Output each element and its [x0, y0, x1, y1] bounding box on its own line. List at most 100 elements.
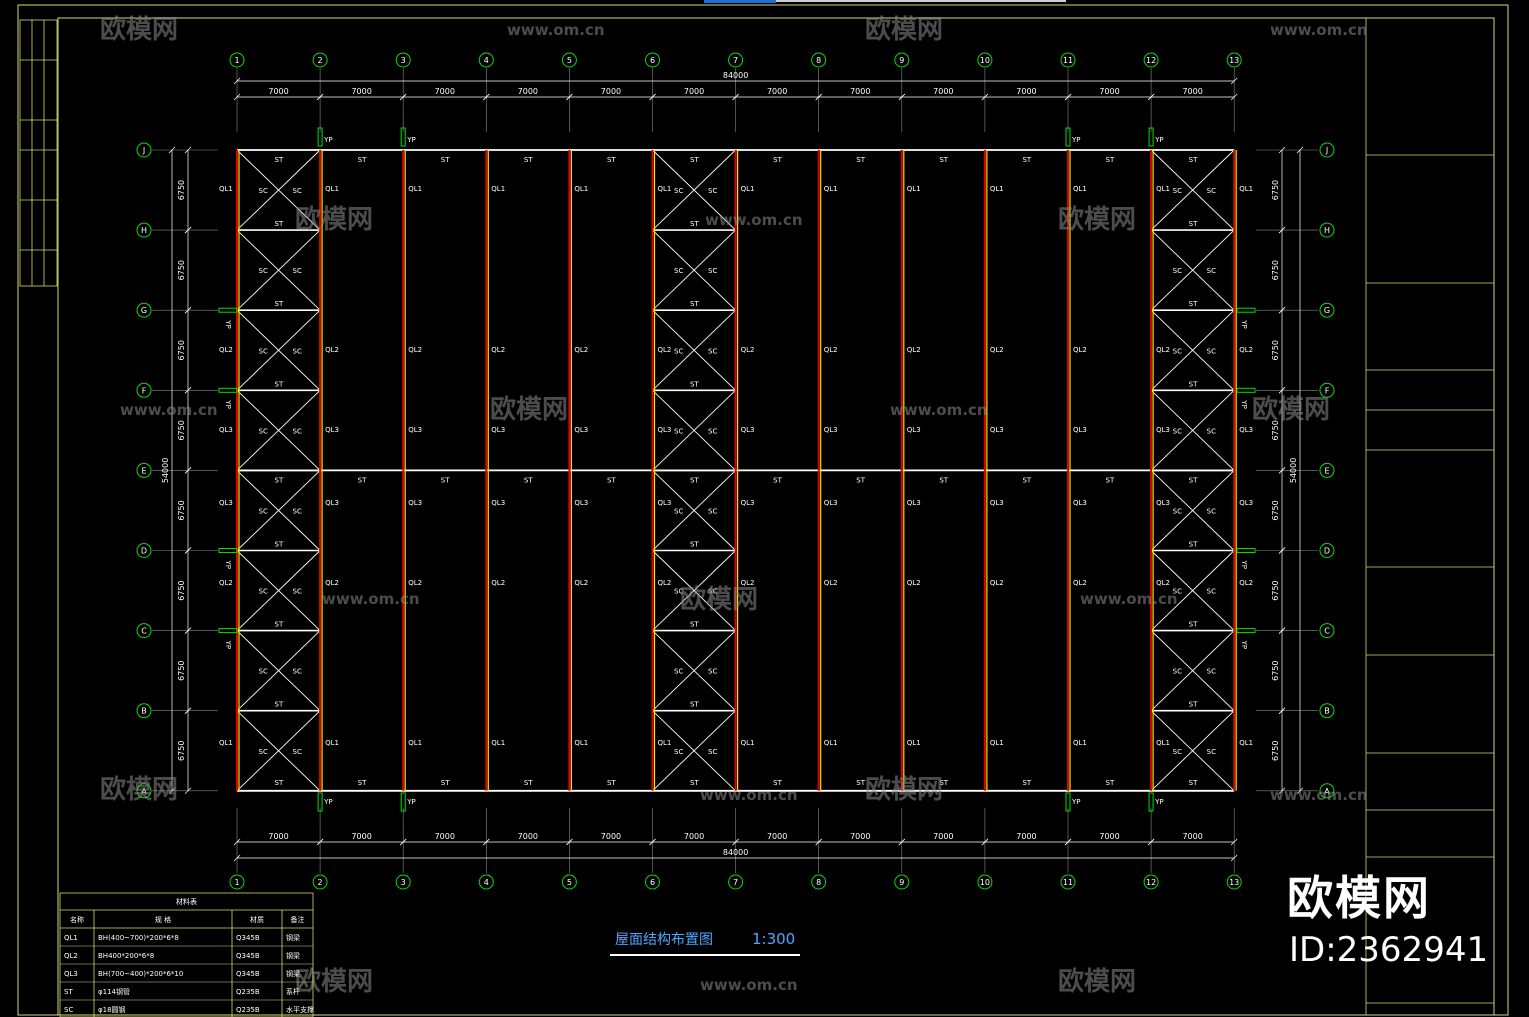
dimension-tick — [184, 627, 192, 634]
beam-label: QL3 — [574, 426, 588, 434]
brace-diagonal — [1150, 550, 1235, 631]
brace-diagonal — [236, 630, 321, 712]
dimension-text: 7000 — [767, 832, 787, 841]
material-table-cell: Q345B — [236, 952, 260, 960]
axis-bubble — [229, 52, 245, 68]
dimension-text: 7000 — [684, 832, 704, 841]
watermark-text: 欧模网 — [865, 774, 943, 805]
material-table-cell: QL1 — [64, 934, 78, 942]
dimension-tick — [184, 306, 192, 314]
beam-label: QL2 — [907, 346, 921, 354]
dimension-text: 7000 — [1099, 832, 1119, 841]
beam-label: QL2 — [491, 346, 505, 354]
watermark-text: 欧模网 — [100, 774, 178, 805]
roof-bracing — [236, 149, 1235, 792]
tie-label: ST — [524, 779, 533, 787]
axis-label: 1 — [234, 878, 239, 887]
brace-label: SC — [708, 507, 717, 515]
dimension-tick — [168, 146, 176, 154]
axis-bubble — [728, 874, 744, 890]
dimension-tick — [233, 838, 241, 846]
tie-label: ST — [275, 779, 284, 787]
drawing-scale: 1:300 — [752, 930, 795, 948]
material-table-cell: BH(400~700)*200*6*8 — [98, 934, 179, 942]
column-brace-marker — [1236, 548, 1256, 553]
tie-label: ST — [1189, 621, 1198, 629]
axis-bubble — [136, 222, 152, 238]
dimension-text: 7000 — [850, 832, 870, 841]
dimension-text: 6750 — [177, 180, 186, 200]
brace-diagonal — [236, 389, 321, 471]
tie-label: ST — [690, 779, 699, 787]
brace-label: SC — [1207, 668, 1216, 676]
inner-border — [57, 17, 1495, 1016]
tie-label: ST — [690, 220, 699, 228]
beam-label: QL3 — [1239, 426, 1253, 434]
dimension-tick — [168, 787, 176, 795]
axis-bubble — [1143, 52, 1159, 68]
brace-label: SC — [259, 748, 268, 756]
brace-label: SC — [708, 668, 717, 676]
tie-label: ST — [607, 779, 616, 787]
axis-bubble — [136, 703, 152, 719]
axis-label: 10 — [980, 56, 990, 65]
tie-label: ST — [773, 779, 782, 787]
brace-label: SC — [674, 267, 683, 275]
column-brace-label: YP — [1154, 136, 1164, 144]
axis-label: D — [1324, 547, 1330, 556]
dimension-tick — [898, 93, 906, 101]
brace-diagonal — [1150, 229, 1235, 311]
axis-bubble — [478, 52, 494, 68]
material-table-cell: QL3 — [64, 970, 78, 978]
column-brace-marker — [1236, 307, 1256, 313]
beam-label: QL1 — [325, 185, 339, 193]
brace-label: SC — [293, 187, 302, 195]
axis-label: H — [1324, 226, 1330, 235]
dimension-text: 7000 — [601, 87, 621, 96]
axis-label: 8 — [816, 878, 821, 887]
watermark-text: 欧模网 — [1252, 394, 1330, 425]
material-table-cell: 水平支撑 — [286, 1005, 314, 1014]
dimension-tick — [1278, 627, 1286, 634]
axis-label: 9 — [899, 878, 904, 887]
dimension-text: 6750 — [177, 500, 186, 520]
brace-label: SC — [708, 347, 717, 355]
brace-label: SC — [259, 187, 268, 195]
title-block — [1365, 18, 1494, 1015]
material-table-cell: Q235B — [236, 1006, 260, 1014]
brace-label: SC — [293, 748, 302, 756]
dimension-tick — [483, 93, 490, 101]
dimension-tick — [1278, 787, 1286, 795]
tie-label: ST — [524, 156, 533, 164]
dimension-text: 7000 — [435, 87, 455, 96]
axis-label: 5 — [567, 56, 572, 65]
axis-bubble — [1143, 874, 1159, 890]
dimension-text: 6750 — [1271, 260, 1280, 280]
axis-label: B — [141, 707, 147, 716]
axis-grid-lines — [152, 68, 1318, 873]
brace-label: SC — [1173, 427, 1182, 435]
brace-diagonal — [652, 470, 736, 551]
tie-label: ST — [1189, 300, 1198, 308]
beam-label: QL2 — [408, 579, 422, 587]
beam-label: QL3 — [1073, 499, 1087, 507]
brace-diagonal — [652, 389, 736, 471]
dimension-tick — [184, 547, 192, 554]
tie-label: ST — [275, 156, 284, 164]
dimension-text: 6750 — [177, 660, 186, 680]
tie-label: ST — [856, 476, 865, 484]
column-brace-label: YP — [323, 136, 333, 144]
beam-label: QL2 — [574, 346, 588, 354]
column-brace-marker — [317, 792, 323, 812]
dimension-text: 7000 — [351, 87, 371, 96]
dimension-tick — [1278, 707, 1286, 714]
dimension-text: 7000 — [518, 832, 538, 841]
beam-label: QL3 — [408, 426, 422, 434]
brace-label: SC — [1173, 347, 1182, 355]
dimension-tick — [184, 707, 192, 714]
brace-label: SC — [259, 588, 268, 596]
brace-diagonal — [236, 149, 321, 231]
brace-label: SC — [259, 427, 268, 435]
beam-label: QL1 — [907, 185, 921, 193]
tie-label: ST — [441, 476, 450, 484]
